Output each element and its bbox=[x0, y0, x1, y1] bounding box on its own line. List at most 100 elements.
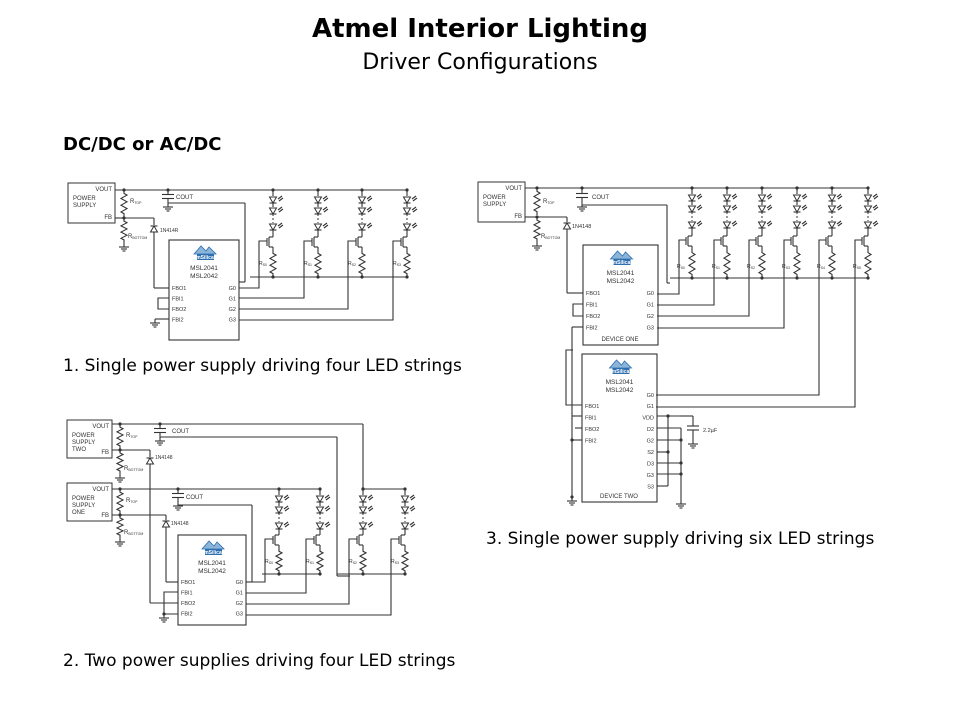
led-icon bbox=[757, 204, 773, 213]
resistor-zigzag bbox=[268, 250, 278, 277]
wire bbox=[323, 208, 329, 213]
resistor-zigzag bbox=[792, 249, 802, 278]
wire bbox=[873, 195, 879, 200]
mosfet-icon bbox=[790, 234, 798, 249]
capacitor-icon bbox=[172, 489, 184, 502]
wire bbox=[766, 220, 772, 225]
chip-part-a: MSL2041 bbox=[198, 560, 226, 567]
led-triangle bbox=[268, 207, 278, 215]
led-icon bbox=[400, 494, 416, 503]
wire bbox=[411, 222, 417, 227]
msilica-logo-icon: mSilica bbox=[193, 245, 217, 261]
wire bbox=[411, 206, 417, 211]
fb-label: FB bbox=[101, 450, 109, 456]
resistor-icon bbox=[274, 548, 284, 574]
supply-label: ONE bbox=[72, 510, 85, 516]
led-icon bbox=[315, 494, 331, 503]
wire bbox=[802, 222, 808, 227]
pin-label-left: FBI2 bbox=[172, 318, 184, 324]
led-triangle bbox=[827, 221, 837, 229]
led-icon bbox=[357, 195, 373, 204]
wire bbox=[324, 494, 330, 499]
led-icon bbox=[792, 204, 808, 213]
wire bbox=[163, 591, 178, 615]
led-icon bbox=[315, 521, 331, 530]
led-icon bbox=[358, 494, 374, 503]
ground-icon bbox=[115, 474, 125, 483]
wire bbox=[323, 197, 329, 202]
pin-label-left: FBO1 bbox=[586, 291, 600, 297]
wire bbox=[409, 505, 415, 510]
pin-label-right: G3 bbox=[236, 612, 243, 618]
junction-dot bbox=[679, 472, 683, 476]
resistor-icon bbox=[827, 249, 837, 278]
mosfet-icon bbox=[355, 235, 363, 250]
wire bbox=[412, 197, 418, 202]
led-triangle bbox=[722, 205, 732, 213]
led-icon bbox=[402, 222, 418, 231]
resistor-zigzag bbox=[863, 249, 873, 278]
wire bbox=[837, 195, 843, 200]
supply-label: POWER bbox=[72, 433, 95, 439]
wire bbox=[572, 303, 583, 317]
wire bbox=[366, 206, 372, 211]
led-triangle bbox=[687, 221, 697, 229]
resistor-zigzag bbox=[402, 250, 412, 277]
chip-part-a: MSL2041 bbox=[607, 270, 635, 277]
wire bbox=[366, 195, 372, 200]
wire bbox=[657, 239, 756, 317]
led-icon bbox=[400, 521, 416, 530]
device-two-label: DEVICE TWO bbox=[600, 494, 638, 500]
pin-label-right: G2 bbox=[647, 439, 654, 445]
wire bbox=[731, 193, 737, 198]
wire bbox=[801, 220, 807, 225]
diode-icon bbox=[149, 225, 159, 233]
pin-label-right: VDD bbox=[642, 416, 654, 422]
wire bbox=[657, 239, 791, 329]
junction-dot bbox=[679, 461, 683, 465]
led-triangle bbox=[402, 207, 412, 215]
wire bbox=[411, 195, 417, 200]
led-icon bbox=[827, 220, 843, 229]
junction-dot bbox=[679, 438, 683, 442]
supply-label: TWO bbox=[72, 447, 86, 453]
wire bbox=[246, 538, 399, 616]
rs-label: RS0 bbox=[265, 559, 273, 565]
wire bbox=[368, 507, 374, 512]
wire bbox=[565, 349, 582, 406]
wire bbox=[836, 204, 842, 209]
pin-label-right: G1 bbox=[647, 404, 654, 410]
resistor-zigzag bbox=[315, 548, 325, 574]
wire bbox=[732, 195, 738, 200]
wire bbox=[872, 220, 878, 225]
led-triangle bbox=[357, 207, 367, 215]
msilica-logo-icon: mSilica bbox=[608, 359, 633, 375]
diode-label: 1N4148 bbox=[171, 521, 189, 527]
led-icon bbox=[357, 222, 373, 231]
led-triangle bbox=[315, 522, 325, 530]
led-triangle bbox=[863, 194, 873, 202]
logo-bar bbox=[205, 549, 222, 555]
rtop-label: RTOP bbox=[543, 199, 555, 205]
rtop-label: RTOP bbox=[126, 498, 138, 504]
caption-config-2: 2. Two power supplies driving four LED s… bbox=[63, 651, 456, 671]
power-supply-box bbox=[477, 181, 526, 223]
led-triangle bbox=[400, 495, 410, 503]
resistor-zigzag bbox=[357, 250, 367, 277]
wire bbox=[696, 204, 702, 209]
wire bbox=[767, 222, 773, 227]
wire bbox=[836, 220, 842, 225]
led-icon bbox=[313, 222, 329, 231]
supply-label: SUPPLY bbox=[73, 203, 96, 209]
fb-label: FB bbox=[514, 214, 522, 220]
resistor-icon bbox=[400, 548, 410, 574]
pin-label-left: FBI2 bbox=[586, 326, 598, 332]
section-label: DC/DC or AC/DC bbox=[63, 134, 222, 155]
resistor-icon bbox=[119, 218, 129, 243]
wire bbox=[367, 224, 373, 229]
resistor-zigzag bbox=[358, 548, 368, 574]
led-icon bbox=[313, 206, 329, 215]
page-title: Atmel Interior Lighting bbox=[311, 14, 649, 44]
wire bbox=[766, 193, 772, 198]
led-triangle bbox=[402, 196, 412, 204]
